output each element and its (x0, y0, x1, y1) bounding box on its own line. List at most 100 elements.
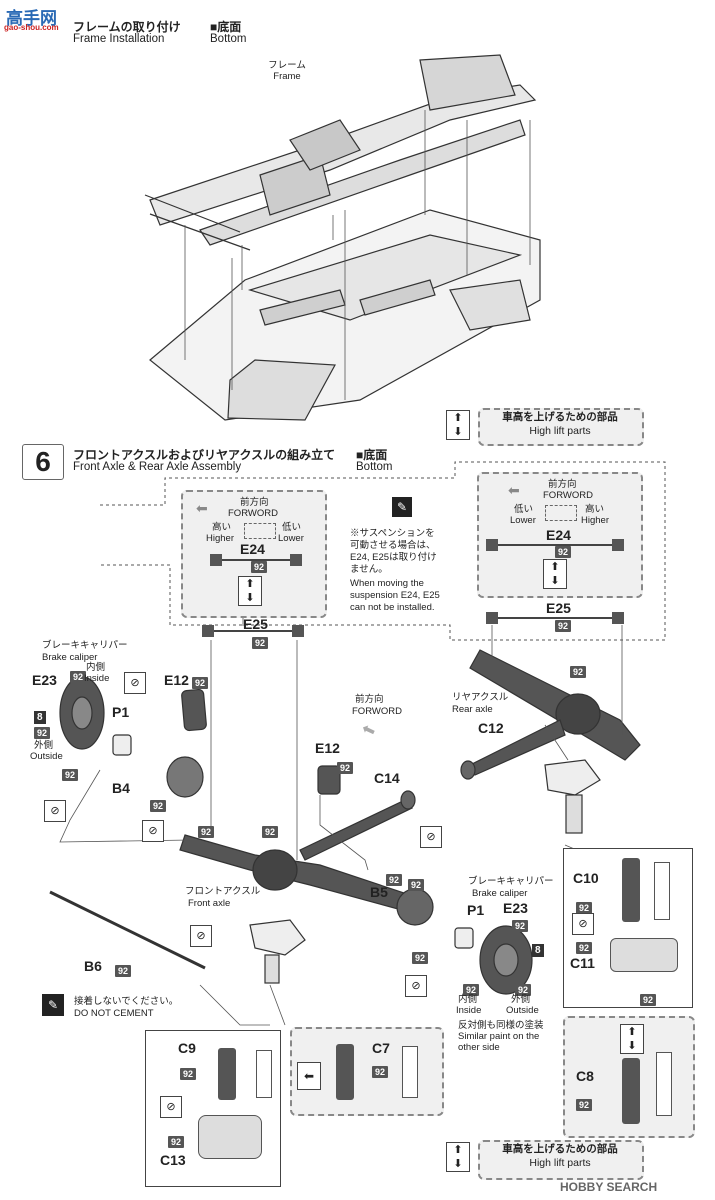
forward-arrow-icon: ⬅ (196, 500, 208, 516)
front-c13-num: 92 (168, 1136, 184, 1148)
spacer-outline (244, 523, 276, 539)
left-e24-label: E24 (240, 541, 265, 557)
right-low-jp: 低い (514, 504, 534, 515)
fl-inside-jp: 内側 (86, 662, 106, 673)
high-lift-top-jp: 車高を上げるための部品 (502, 411, 618, 423)
fl-e12-num: 92 (192, 677, 208, 689)
fl-b4-num: 92 (150, 800, 166, 812)
left-forward-en: FORWORD (228, 508, 278, 519)
center-forward-en: FORWORD (352, 706, 402, 717)
watermark: HOBBY SEARCH (560, 1180, 657, 1194)
fl-caliper-en: Brake caliper (42, 652, 98, 663)
high-lift-bottom-en: High lift parts (529, 1157, 591, 1169)
fl-inside-en: Inside (84, 673, 110, 684)
fl-num8: 8 (34, 711, 46, 724)
note-jp-2: 可動させる場合は、 (350, 540, 436, 551)
no-paint-icon-5: ⊘ (420, 826, 442, 848)
c9-part (218, 1048, 236, 1100)
note-jp-3: E24, E25は取り付け (350, 552, 437, 563)
note-en-1: When moving the (350, 578, 424, 589)
right-e24-rod (498, 544, 612, 546)
right-e24-clip-left (486, 539, 498, 551)
c13-part (198, 1115, 262, 1159)
shock-outline (654, 862, 670, 920)
right-e24-label: E24 (546, 527, 571, 543)
rear-c8-num: 92 (576, 1099, 592, 1111)
rear-num: 92 (570, 666, 586, 678)
note-en-3: can not be installed. (350, 602, 435, 613)
left-lift-arrows-icon: ⬆⬇ (238, 576, 262, 606)
left-low-en: Lower (278, 533, 304, 544)
fl-p1-label: P1 (112, 704, 130, 720)
fl-axle-num: 92 (198, 826, 214, 838)
no-paint-icon-6: ⊘ (405, 975, 427, 997)
left-high-jp: 高い (212, 522, 232, 533)
rear-c8-label: C8 (576, 1068, 594, 1084)
right-high-jp: 高い (585, 504, 605, 515)
fr-e23-label: E23 (503, 900, 528, 916)
lift-arrows-icon: ⬆⬇ (446, 410, 470, 440)
c9-shock-outline (256, 1050, 272, 1098)
fr-tie-num: 92 (412, 952, 428, 964)
step-number: 6 (22, 444, 64, 480)
e24-rod (222, 559, 290, 561)
frame-part-label: フレーム Frame (262, 60, 312, 82)
fl-caliper-jp: ブレーキキャリパー (42, 640, 128, 651)
center-c14-label: C14 (374, 770, 400, 786)
fr-similar-en1: Similar paint on the (458, 1031, 540, 1042)
fr-outside-num: 92 (515, 984, 531, 996)
frame-part-label-en: Frame (273, 71, 301, 82)
rear-c10-num: 92 (576, 902, 592, 914)
front-c9-num: 92 (180, 1068, 196, 1080)
bottom-lift-arrows-icon: ⬆⬇ (446, 1142, 470, 1172)
c7-shock-outline (402, 1046, 418, 1098)
center-forward-jp: 前方向 (355, 694, 384, 705)
e25-left-rod (214, 630, 292, 632)
note-jp-4: ません。 (350, 564, 388, 575)
front-axle-en: Front axle (188, 898, 231, 909)
fr-p1-label: P1 (467, 902, 485, 918)
fr-caliper-en: Brake caliper (472, 888, 528, 899)
no-cement-en: DO NOT CEMENT (74, 1008, 154, 1019)
rear-c10-label: C10 (573, 870, 599, 886)
rear-c12-label: C12 (478, 720, 504, 736)
c8-shock-outline (656, 1052, 672, 1116)
rear-lift-arrows-icon: ⬆⬇ (620, 1024, 644, 1054)
step6-view-en: Bottom (356, 461, 393, 473)
center-b6-label: B6 (84, 958, 102, 974)
no-paint-icon-7: ⊘ (572, 913, 594, 935)
frame-title-jp: フレームの取り付け (73, 20, 181, 34)
fl-e23-num: 92 (70, 671, 86, 683)
front-c9-label: C9 (178, 1040, 196, 1056)
high-lift-top-en: High lift parts (529, 425, 591, 437)
e25-right-clip-a (486, 612, 498, 624)
e25-right-num: 92 (555, 620, 571, 632)
center-b5-num: 92 (386, 874, 402, 886)
watermark-text: HOBBY SEARCH (560, 1180, 658, 1194)
fr-b5-num: 92 (408, 879, 424, 891)
right-e24-num: 92 (555, 546, 571, 558)
fr-caliper-jp: ブレーキキャリパー (468, 876, 554, 887)
c11-part (610, 938, 678, 972)
fr-outside-jp: 外側 (511, 994, 531, 1005)
right-low-en: Lower (510, 515, 536, 526)
e24-clip-left (210, 554, 222, 566)
no-cement-icon: ✎ (42, 994, 64, 1016)
c8-part (622, 1058, 640, 1124)
left-e24-num: 92 (251, 561, 267, 573)
step6-view-jp: ■底面 (356, 448, 388, 462)
step6-title-jp: フロントアクスルおよびリヤアクスルの組み立て (73, 448, 336, 462)
e25-right-clip-b (612, 612, 624, 624)
no-paint-icon-2: ⊘ (44, 800, 66, 822)
front-axle-jp: フロントアクスル (185, 886, 261, 897)
site-logo-url: gao-shou.com (4, 23, 59, 32)
site-logo-text: 高手网 (6, 9, 57, 28)
paint-note-icon: ✎ (392, 497, 412, 517)
front-c13-label: C13 (160, 1152, 186, 1168)
high-lift-parts-top (478, 408, 644, 446)
e25-left-num: 92 (252, 637, 268, 649)
no-paint-icon-3: ⊘ (142, 820, 164, 842)
rear-c11-num-b: 92 (640, 994, 656, 1006)
high-lift-parts-bottom (478, 1140, 644, 1180)
